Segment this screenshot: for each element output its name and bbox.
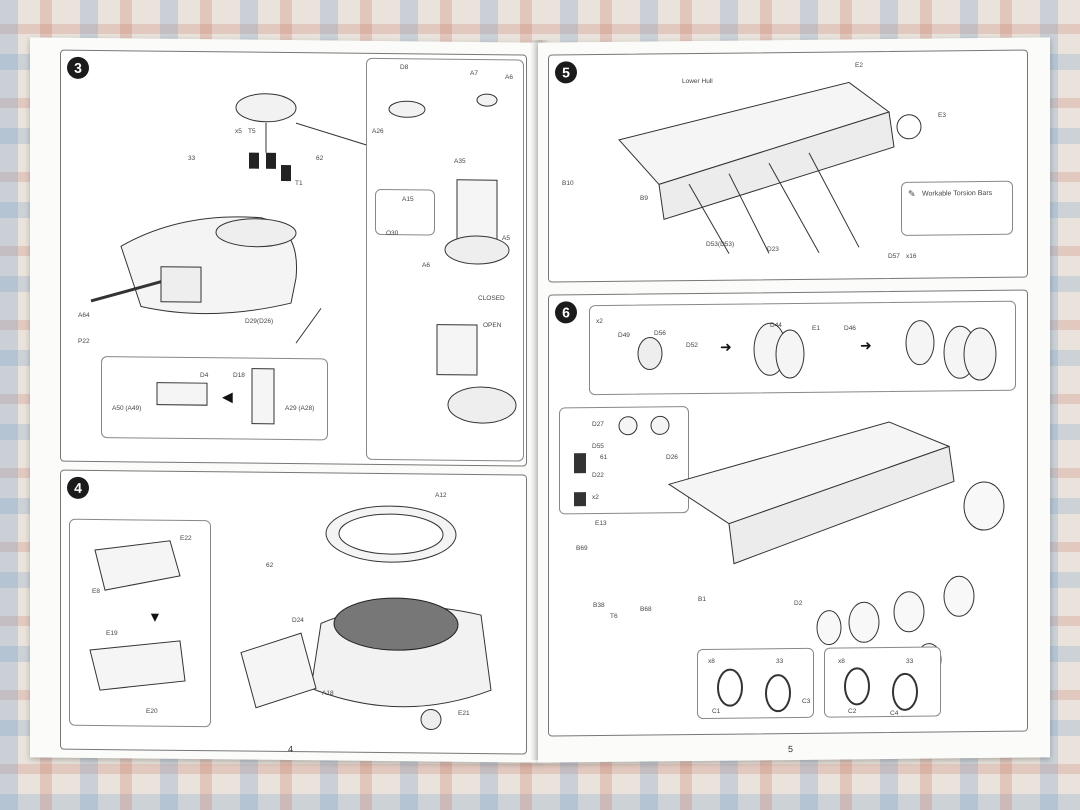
label-a12: A12	[435, 492, 447, 499]
arrow-left-icon: ◀	[222, 388, 233, 405]
label-d57: D57	[888, 253, 900, 260]
label-d56: D56	[654, 330, 666, 337]
label-e2: E2	[855, 62, 863, 69]
label-e19: E19	[106, 630, 118, 637]
label-61: 61	[600, 454, 608, 461]
instruction-booklet: 3	[30, 37, 1050, 763]
page-number-right: 5	[788, 744, 794, 755]
label-a29: A29 (A28)	[285, 405, 315, 412]
label-lower-hull: Lower Hull	[682, 78, 713, 85]
label-a64: A64	[78, 312, 90, 319]
label-a5: A5	[502, 235, 510, 242]
label-a7: A7	[470, 70, 478, 77]
label-b68: B68	[640, 606, 652, 613]
step-4-subpanel-rear: ▼	[69, 518, 211, 728]
label-d4: D4	[200, 372, 209, 379]
label-d44: D44	[770, 322, 782, 329]
label-d26: x2	[592, 494, 599, 501]
label-33: 33	[188, 155, 196, 162]
step-3-subpanel-mantlet: ◀	[101, 356, 328, 441]
step-5-panel: 5 Workable Torsion Bars ✎	[548, 49, 1028, 283]
step-5-drawing	[618, 81, 922, 254]
label-a26: A26	[372, 128, 384, 135]
label-33-left: 33	[776, 658, 784, 665]
label-x2: x2	[596, 318, 603, 325]
label-e13: E13	[595, 520, 607, 527]
label-e20: E20	[146, 708, 158, 715]
label-a6: A6	[422, 262, 430, 269]
option-icon: ✎	[908, 188, 916, 199]
label-d27: D27	[592, 421, 604, 428]
step-6-drawing	[667, 421, 1005, 677]
label-x2-damper: D26	[666, 454, 678, 461]
label-a15: A15	[402, 196, 414, 203]
label-d18: D18	[233, 372, 245, 379]
label-c1: C1	[712, 708, 721, 715]
label-b10: B10	[562, 180, 574, 187]
label-c3: C3	[802, 698, 811, 705]
step-3-drawing	[90, 93, 397, 344]
step-6-subpanel-damper	[559, 406, 689, 515]
label-d53: D53(D53)	[706, 241, 735, 248]
label-t1: T1	[295, 180, 303, 187]
label-p22: P22	[78, 338, 90, 345]
label-x8-right: x8	[838, 658, 845, 665]
label-d23: D23	[767, 246, 779, 253]
label-62: 62	[316, 155, 324, 162]
torsion-callout-text: Workable Torsion Bars	[922, 189, 993, 198]
label-x16: x16	[906, 253, 917, 260]
label-e21: E21	[458, 710, 470, 717]
label-b38: B38	[593, 602, 605, 609]
label-c2: C2	[848, 708, 857, 715]
label-62-step4: 62	[266, 562, 274, 569]
label-a35: A35	[454, 158, 466, 165]
label-a50: A50 (A49)	[112, 405, 142, 412]
label-c4: C4	[890, 710, 899, 717]
step-3-subpanel-cupola	[366, 57, 524, 462]
label-d46: D46	[844, 325, 856, 332]
step-5-callout-torsion: Workable Torsion Bars ✎	[901, 180, 1013, 236]
label-closed: CLOSED	[478, 295, 505, 302]
step-4-drawing	[240, 505, 492, 731]
label-d55: D55	[592, 443, 604, 450]
label-t5: T5	[248, 128, 256, 135]
step-6-subpanel-wheels-c2c4	[824, 646, 941, 718]
label-d29: D29(D26)	[245, 318, 274, 325]
label-d52: D52	[686, 342, 698, 349]
label-d2: D2	[794, 600, 803, 607]
label-b9: B9	[640, 195, 648, 202]
step-4-panel: 4 ▼	[60, 469, 527, 755]
label-d24: D24	[292, 617, 304, 624]
label-d22: D22	[592, 472, 604, 479]
page-number-left: 4	[288, 744, 294, 755]
label-o30: O30	[386, 230, 399, 237]
label-33-right: 33	[906, 658, 914, 665]
label-b69: B69	[576, 545, 588, 552]
right-page: 5 Workable Torsion Bars ✎ 6	[538, 37, 1050, 763]
label-b1: B1	[698, 596, 706, 603]
step-6-panel: 6 ➜ ➜	[548, 289, 1028, 737]
label-x8-left: x8	[708, 658, 715, 665]
left-page: 3	[30, 37, 540, 763]
label-d8: D8	[400, 64, 409, 71]
step-3-panel: 3	[60, 49, 527, 467]
label-e3: E3	[938, 112, 946, 119]
label-e22: E22	[180, 535, 192, 542]
label-a18: A18	[322, 690, 334, 697]
label-x5: x5	[235, 128, 242, 135]
step-6-subpanel-wheels-c1c3	[697, 647, 814, 720]
label-open: OPEN	[483, 322, 502, 329]
label-t6: T6	[610, 613, 618, 620]
label-e8: E8	[92, 588, 100, 595]
label-a6-top: A6	[505, 74, 513, 81]
label-e1: E1	[812, 325, 820, 332]
step-6-subpanel-sprocket: ➜ ➜	[589, 300, 1016, 396]
label-d49: D49	[618, 332, 630, 339]
